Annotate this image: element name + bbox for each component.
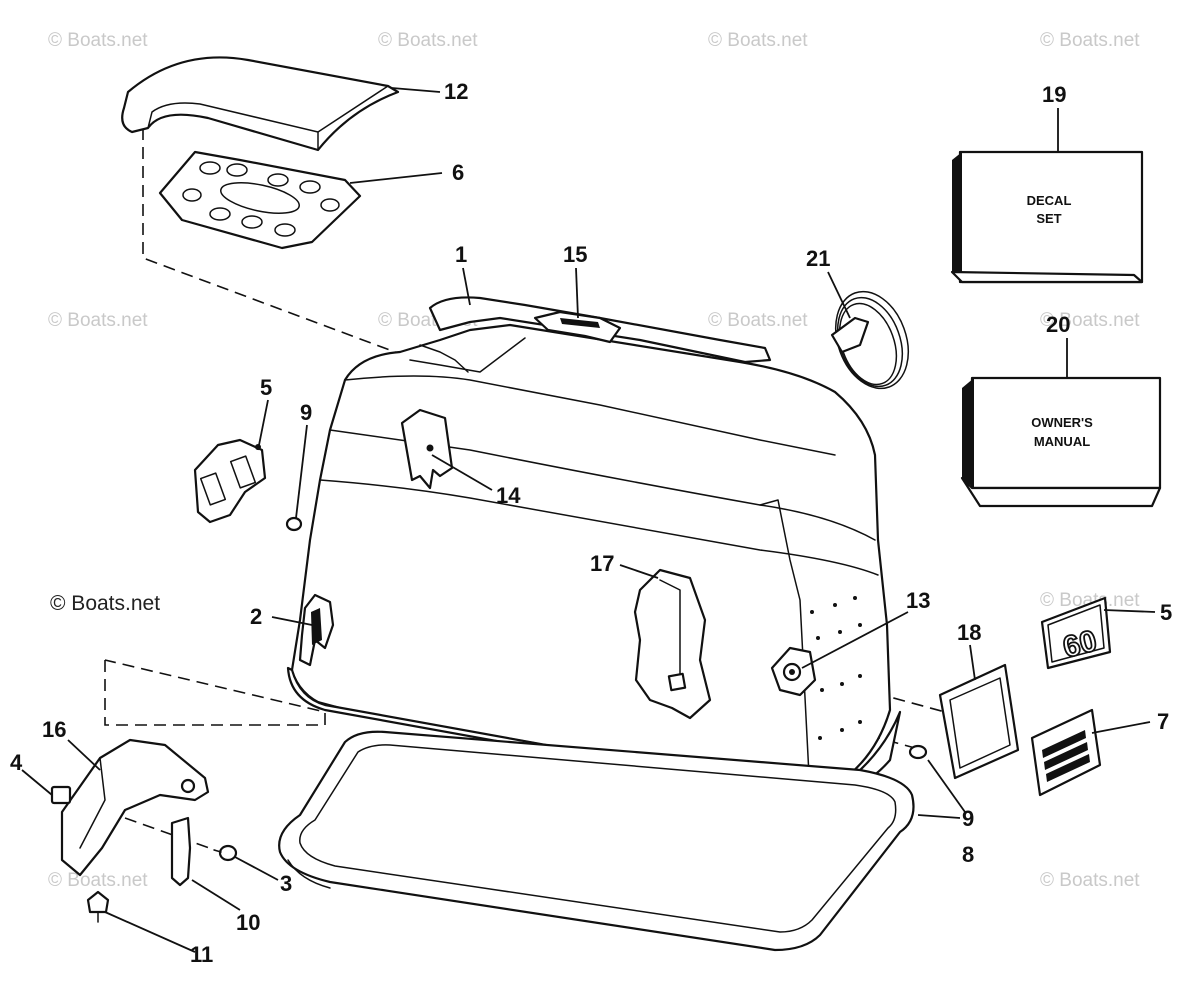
part-7-stripe-decal — [1030, 708, 1102, 797]
callout-7: 7 — [1157, 709, 1169, 734]
callout-5: 5 — [260, 375, 272, 400]
part-14-side-decal — [400, 408, 454, 490]
callout-5-right: 5 — [1160, 600, 1172, 625]
callout-20: 20 — [1046, 312, 1070, 337]
badge-number: 60 — [1060, 624, 1100, 664]
callout-17: 17 — [590, 551, 614, 576]
manual-label-line1: OWNER'S — [1031, 415, 1093, 430]
callout-16: 16 — [42, 717, 66, 742]
callout-6: 6 — [452, 160, 464, 185]
cover-vent-dots — [810, 596, 862, 740]
leader-lines — [21, 87, 1156, 953]
part-6-gasket — [158, 150, 362, 250]
callout-8: 8 — [962, 842, 974, 867]
callout-9: 9 — [300, 400, 312, 425]
callout-10: 10 — [236, 910, 260, 935]
callout-1: 1 — [455, 242, 467, 267]
part-19-decal-set-box: DECAL SET — [950, 150, 1144, 284]
part-13-grommet — [770, 646, 817, 697]
callout-15: 15 — [563, 242, 587, 267]
part-5-badge-60: 60 — [1040, 596, 1112, 670]
part-4-nut — [50, 785, 72, 805]
callout-11: 11 — [190, 942, 213, 967]
part-17-latch — [633, 568, 712, 720]
decal-set-label-line1: DECAL — [1027, 193, 1072, 208]
decal-set-label-line2: SET — [1036, 211, 1061, 226]
watermark: © Boats.net — [1040, 30, 1140, 51]
callout-19: 19 — [1042, 82, 1066, 107]
callout-18: 18 — [957, 620, 981, 645]
part-11-rivet — [86, 890, 110, 923]
callout-12: 12 — [444, 79, 468, 104]
watermark: © Boats.net — [1040, 310, 1140, 331]
part-21-wire-coil — [830, 290, 909, 390]
watermark: © Boats.net — [48, 310, 148, 331]
part-3-screw — [213, 844, 238, 862]
watermark: © Boats.net — [378, 30, 478, 51]
part-1-engine-cover — [286, 296, 902, 802]
manual-label-line2: MANUAL — [1034, 434, 1090, 449]
callout-numbers: 12 6 1 15 21 19 20 5 9 14 17 2 13 18 5 7… — [10, 79, 1172, 967]
callout-2: 2 — [250, 604, 262, 629]
part-9-screw-left — [285, 516, 303, 532]
callout-13: 13 — [906, 588, 930, 613]
callout-3: 3 — [280, 871, 292, 896]
part-16-rear-bracket — [60, 738, 210, 877]
watermark: © Boats.net — [708, 310, 808, 331]
watermark: © Boats.net — [48, 30, 148, 51]
part-10-clip — [170, 816, 192, 887]
callout-14: 14 — [496, 483, 521, 508]
watermark: © Boats.net — [1040, 590, 1140, 611]
part-20-owners-manual-box: OWNER'S MANUAL — [960, 376, 1162, 508]
watermark: © Boats.net — [48, 870, 148, 891]
part-9-screw-right — [908, 744, 928, 760]
callout-4: 4 — [10, 750, 23, 775]
part-8-seal — [278, 730, 915, 952]
callout-9-right: 9 — [962, 806, 974, 831]
part-12-top-cap — [121, 56, 400, 152]
part-18-plate — [938, 663, 1020, 780]
watermark: © Boats.net — [708, 30, 808, 51]
part-15-top-decal — [533, 310, 622, 344]
watermark: © Boats.net — [1040, 870, 1140, 891]
watermark-prominent: © Boats.net — [50, 592, 160, 615]
part-5-bracket-left — [193, 438, 267, 524]
callout-21: 21 — [806, 246, 830, 271]
part-2-side-decal — [298, 593, 335, 667]
